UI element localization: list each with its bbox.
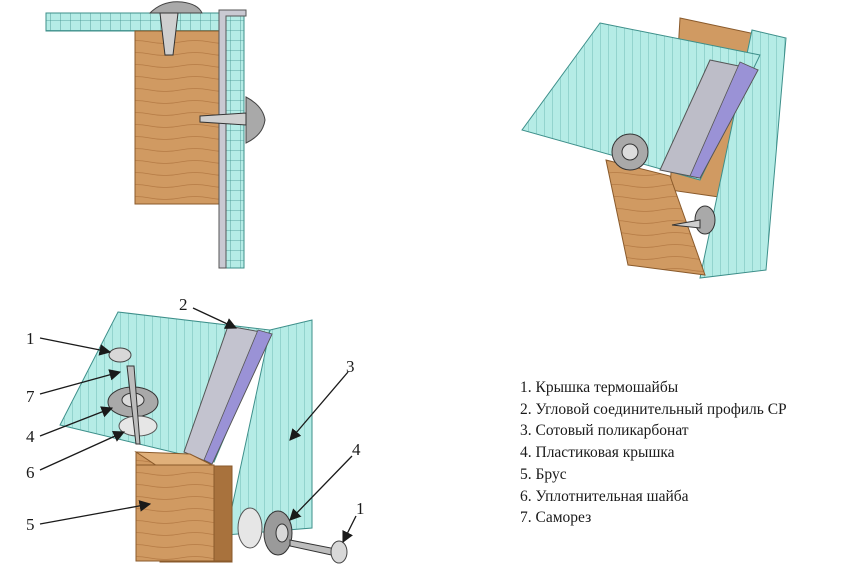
callout-1b: 1 bbox=[356, 499, 365, 518]
leader-4b bbox=[289, 455, 353, 521]
legend-item-5: 5. Брус bbox=[520, 465, 567, 483]
cap-1-top bbox=[108, 347, 132, 363]
legend-item-1: 1. Крышка термошайбы bbox=[520, 379, 679, 396]
leader-3 bbox=[289, 371, 349, 441]
section-view bbox=[45, 1, 266, 269]
top-screw-section bbox=[159, 12, 179, 56]
leader-7 bbox=[39, 369, 122, 395]
legend-item-3: 3. Сотовый поликарбонат bbox=[520, 422, 689, 440]
screw-top bbox=[126, 365, 141, 445]
vertical-panel bbox=[225, 319, 313, 536]
beam-front bbox=[605, 159, 706, 276]
leader-2 bbox=[192, 307, 238, 329]
leader-lines bbox=[39, 307, 357, 544]
exploded-view bbox=[59, 311, 348, 564]
beam-side-face bbox=[213, 465, 233, 562]
screw-side-iso bbox=[671, 219, 701, 229]
cap-1-side bbox=[330, 540, 348, 564]
corner-profile-section bbox=[218, 9, 247, 269]
callout-6: 6 bbox=[26, 463, 35, 482]
callout-3: 3 bbox=[346, 357, 355, 376]
callout-2: 2 bbox=[179, 295, 188, 314]
washer-top-iso-inner bbox=[621, 143, 639, 161]
leader-6 bbox=[39, 431, 126, 471]
callout-5: 5 bbox=[26, 515, 35, 534]
top-washer-section bbox=[148, 1, 203, 14]
corner-profile-accent bbox=[689, 61, 759, 179]
callout-7: 7 bbox=[26, 387, 35, 406]
beam-front-face bbox=[135, 464, 215, 562]
callout-1a: 1 bbox=[26, 329, 35, 348]
callout-4b: 4 bbox=[352, 440, 361, 459]
leader-5 bbox=[39, 500, 152, 525]
vertical-panel-iso bbox=[699, 29, 787, 279]
screw-side bbox=[289, 539, 337, 557]
washer-side-inner bbox=[275, 523, 289, 543]
corner-profile-lip bbox=[203, 329, 273, 465]
side-screw-section bbox=[199, 112, 247, 126]
legend-item-4: 4. Пластиковая крышка bbox=[520, 444, 675, 462]
parts-legend: 1. Крышка термошайбы 2. Угловой соединит… bbox=[520, 377, 787, 529]
isometric-view bbox=[521, 17, 787, 279]
callout-numbers: 1 7 4 6 5 2 3 4 1 bbox=[26, 295, 365, 534]
seal-washer-side bbox=[237, 507, 263, 549]
side-washer-section bbox=[245, 96, 266, 144]
callout-4a: 4 bbox=[26, 427, 35, 446]
legend-item-7: 7. Саморез bbox=[520, 509, 592, 527]
leader-4a bbox=[39, 406, 114, 437]
legend-item-6: 6. Уплотнительная шайба bbox=[520, 487, 689, 505]
leader-1a bbox=[39, 337, 112, 356]
leader-1b bbox=[342, 515, 357, 544]
horizontal-panel-section bbox=[45, 12, 237, 32]
legend-item-2: 2. Угловой соединительный профиль СР bbox=[520, 400, 787, 418]
